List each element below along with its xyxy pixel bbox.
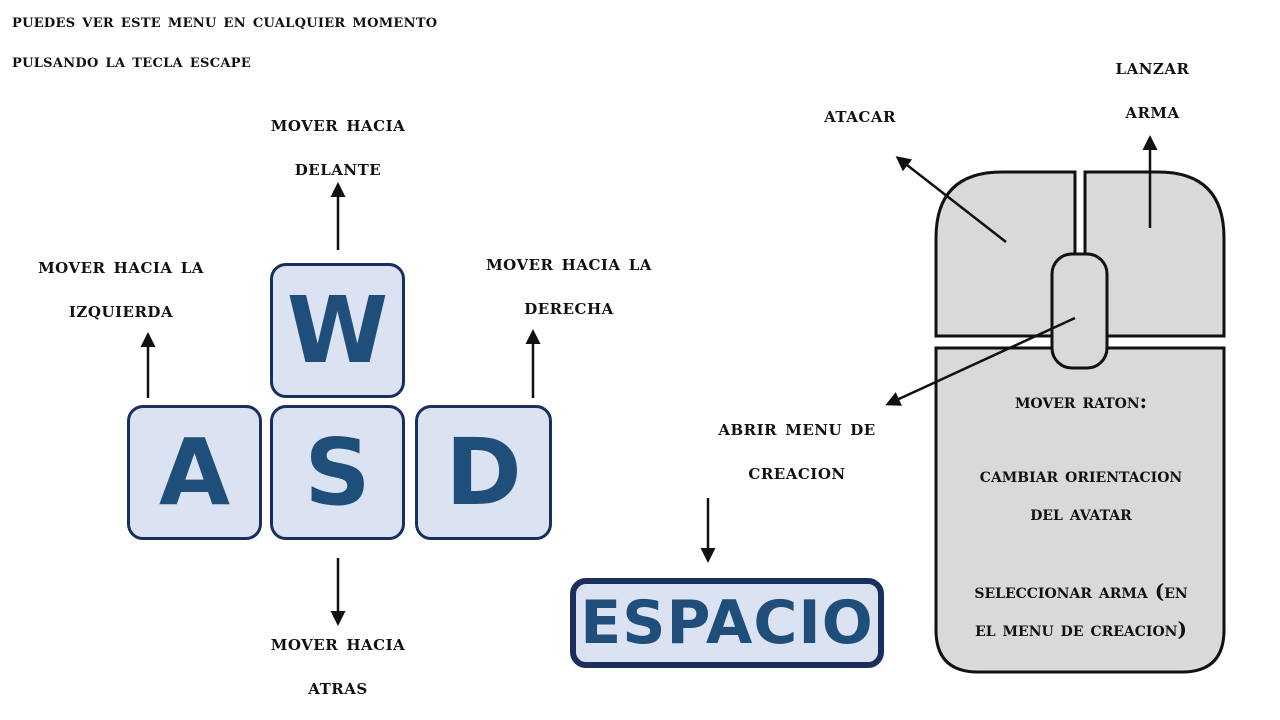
mouse-right-button (1083, 170, 1226, 338)
key-s: S (270, 405, 405, 540)
mouse-title: Mover raton: (1014, 389, 1148, 413)
label-throw: Lanzararma (1115, 54, 1190, 124)
arrow-wheel (885, 316, 1076, 406)
key-d: D (415, 405, 552, 540)
header-line-1: Puedes ver este menu en cualquier moment… (12, 10, 438, 32)
key-space: ESPACIO (570, 578, 884, 668)
label-attack: Atacar (824, 102, 896, 128)
mouse-wheel (1050, 252, 1109, 370)
mouse-icon (934, 170, 1226, 674)
key-w: W (270, 263, 405, 398)
header-line-2: pulsando la tecla escape (12, 50, 252, 72)
arrow-attack (895, 156, 1007, 243)
key-a: A (127, 405, 262, 540)
